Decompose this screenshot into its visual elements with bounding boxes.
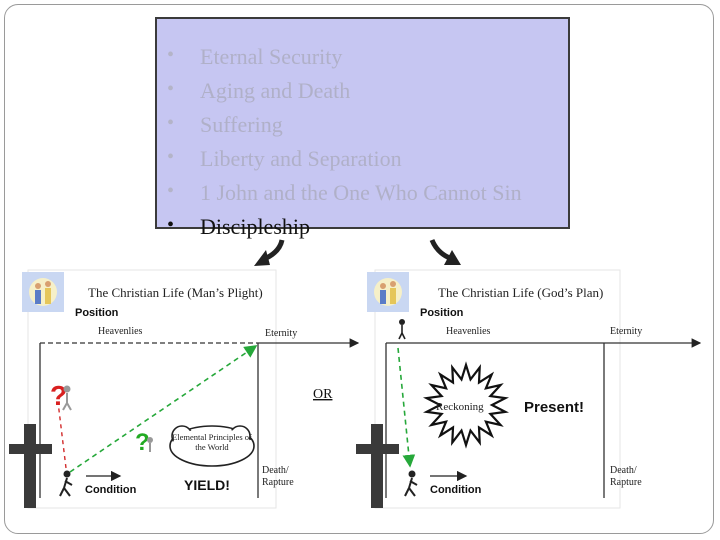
elemental-principles-label: Elemental Principles of the World — [172, 432, 252, 452]
cloud-icon — [169, 425, 255, 467]
left-title: The Christian Life (Man’s Plight) — [88, 285, 263, 300]
bullet: • — [167, 180, 175, 202]
right-heavenlies-label: Heavenlies — [446, 326, 491, 337]
right-position-label: Position — [420, 307, 464, 319]
topic-item-active: • Discipleship — [157, 214, 567, 244]
topic-item: • Aging and Death — [157, 78, 567, 108]
reckoning-label: Reckoning — [436, 401, 484, 413]
or-label: OR — [313, 387, 333, 402]
topic-label: Discipleship — [200, 214, 310, 239]
bullet: • — [167, 44, 175, 66]
topic-label: Suffering — [200, 112, 283, 137]
arrow-down-left-icon — [254, 239, 285, 266]
bullet: • — [167, 146, 175, 168]
left-question-green: ? — [135, 429, 150, 456]
starburst-icon — [422, 361, 510, 449]
left-condition-label: Condition — [85, 484, 137, 496]
left-question-red: ? — [50, 380, 67, 411]
cross-icon — [9, 424, 52, 508]
bullet: • — [167, 112, 175, 134]
yield-label: YIELD! — [184, 477, 230, 493]
topic-item: • 1 John and the One Who Cannot Sin — [157, 180, 567, 210]
right-title: The Christian Life (God’s Plan) — [438, 285, 603, 300]
left-heavenlies-label: Heavenlies — [98, 326, 143, 337]
present-label: Present! — [524, 399, 584, 416]
topic-item: • Eternal Security — [157, 44, 567, 74]
right-death-rapture-label: Death/ Rapture — [610, 465, 642, 488]
topic-label: Liberty and Separation — [200, 146, 402, 171]
cross-icon — [356, 424, 399, 508]
throne-image-icon — [367, 272, 409, 312]
arrow-down-right-icon — [429, 238, 461, 265]
right-condition-label: Condition — [430, 484, 482, 496]
left-diagram: The Christian Life (Man’s Plight) Positi… — [9, 269, 360, 509]
topic-label: Aging and Death — [200, 78, 351, 103]
topic-label: Eternal Security — [200, 44, 343, 69]
topic-item: • Suffering — [157, 112, 567, 142]
left-death-rapture-label: Death/ Rapture — [262, 465, 294, 488]
right-diagram: The Christian Life (God’s Plan) Position… — [356, 269, 702, 509]
topic-item: • Liberty and Separation — [157, 146, 567, 176]
right-eternity-label: Eternity — [610, 326, 642, 337]
topic-label: 1 John and the One Who Cannot Sin — [200, 180, 522, 205]
left-eternity-label: Eternity — [265, 328, 297, 339]
stick-figure-icon — [147, 437, 153, 452]
throne-image-icon — [22, 272, 64, 312]
stick-figure-icon — [62, 385, 72, 411]
topics-list: • Eternal Security • Aging and Death • S… — [155, 17, 570, 239]
stick-figure-icon — [59, 470, 73, 497]
slide-frame — [4, 4, 714, 534]
bullet: • — [167, 214, 175, 236]
left-position-label: Position — [75, 307, 119, 319]
stick-figure-icon — [398, 319, 406, 340]
bullet: • — [167, 78, 175, 100]
stick-figure-icon — [404, 470, 418, 497]
